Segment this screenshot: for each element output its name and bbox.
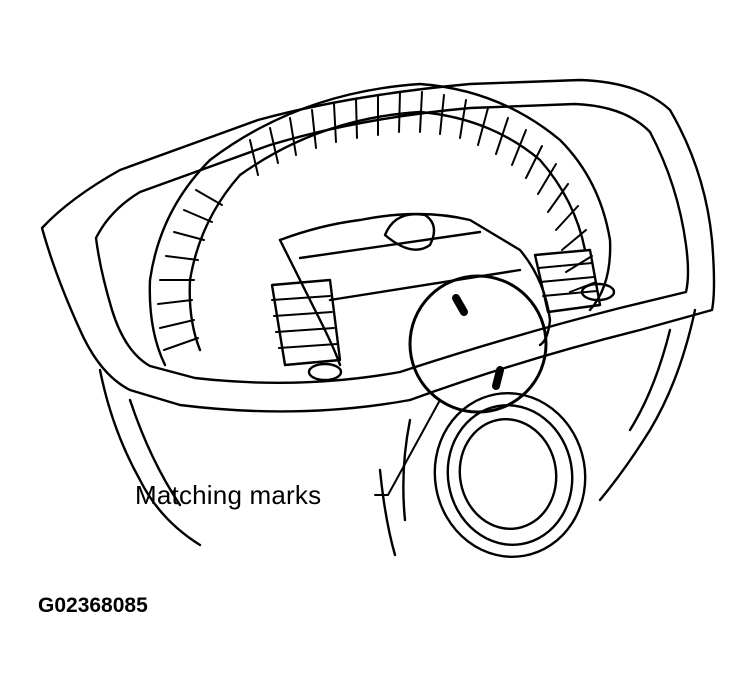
housing-body-left-inner <box>128 398 182 507</box>
diff-case-ridge <box>298 230 482 260</box>
diff-case-side <box>278 238 342 367</box>
housing-body-right-inner <box>628 328 672 432</box>
side-seal-ring <box>446 404 574 546</box>
callout-leader <box>374 399 441 496</box>
matching-marks-circle <box>408 274 548 414</box>
housing-body-left <box>98 368 202 547</box>
housing-body-bottom <box>378 468 397 557</box>
matching-mark-lower <box>492 366 504 390</box>
diff-case-ridge-2 <box>328 268 522 302</box>
side-seal-inner <box>458 417 558 531</box>
ring-gear-rim <box>208 82 612 312</box>
bolt-left <box>307 362 343 382</box>
pinion-gear-left <box>270 278 342 367</box>
pinion-gear-left-teeth <box>271 295 338 349</box>
ring-gear-left-rim <box>148 158 212 367</box>
housing-body-mid <box>402 418 412 522</box>
callout-label: Matching marks <box>135 480 322 510</box>
ring-gear-teeth <box>157 91 597 351</box>
matching-mark-upper <box>452 294 468 316</box>
diff-case-outline <box>278 212 552 347</box>
bolt-right <box>580 282 616 302</box>
housing-body-right <box>598 308 697 502</box>
figure-code: G02368085 <box>38 594 148 617</box>
side-seal-outer <box>433 392 587 558</box>
housing-flange-outer <box>40 78 716 413</box>
housing-flange-inner <box>94 102 690 384</box>
diff-case-boss <box>383 213 436 251</box>
pinion-gear-right <box>533 248 602 314</box>
pinion-gear-right-teeth <box>537 262 598 297</box>
